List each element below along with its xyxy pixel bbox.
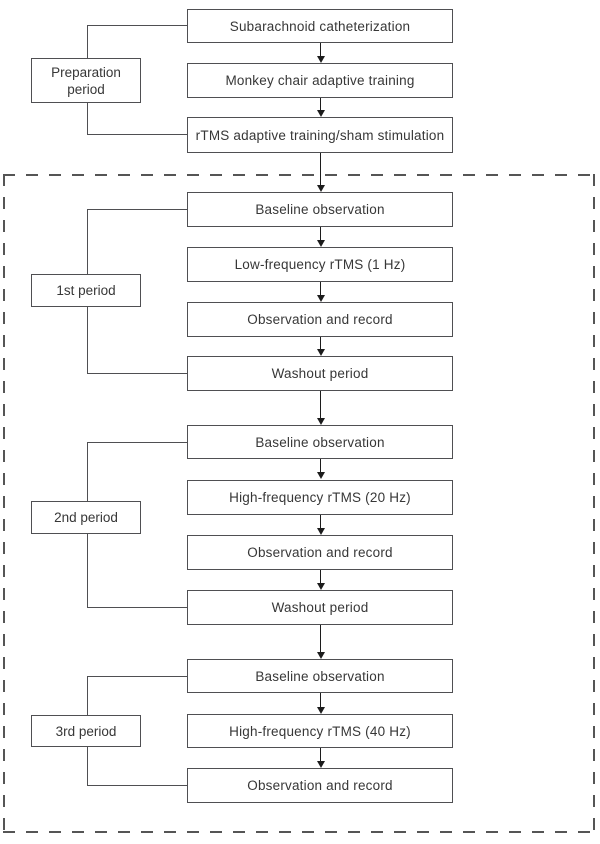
- arrow-rtms-training-to-baseline-1: [316, 153, 325, 192]
- step-baseline-observation-2: Baseline observation: [187, 425, 453, 459]
- step-baseline-observation-3: Baseline observation: [187, 659, 453, 693]
- step-subarachnoid-catheterization: Subarachnoid catheterization: [187, 9, 453, 43]
- step-washout-period-2: Washout period: [187, 590, 453, 625]
- step-low-frequency-rtms-1hz: Low-frequency rTMS (1 Hz): [187, 247, 453, 282]
- arrow-subarachnoid-to-monkey-chair: [316, 43, 325, 63]
- dashed-border-top: [3, 174, 595, 176]
- step-monkey-chair-adaptive-training: Monkey chair adaptive training: [187, 63, 453, 98]
- step-observation-and-record-3: Observation and record: [187, 768, 453, 803]
- step-baseline-observation-1: Baseline observation: [187, 192, 453, 227]
- arrow-baseline-3-to-high-frequency-40: [316, 693, 325, 714]
- step-observation-and-record-1: Observation and record: [187, 302, 453, 337]
- arrow-high-frequency-20-to-observation-2: [316, 515, 325, 535]
- dashed-border-bottom: [3, 831, 595, 833]
- arrow-low-frequency-to-observation-1: [316, 282, 325, 302]
- arrow-observation-2-to-washout-2: [316, 570, 325, 590]
- arrow-washout-2-to-baseline-3: [316, 625, 325, 659]
- dashed-border-left: [3, 174, 5, 833]
- arrow-baseline-2-to-high-frequency-20: [316, 459, 325, 479]
- arrow-monkey-chair-to-rtms-training: [316, 98, 325, 117]
- dashed-border-right: [593, 174, 595, 833]
- step-high-frequency-rtms-20hz: High-frequency rTMS (20 Hz): [187, 480, 453, 515]
- label-3rd-period: 3rd period: [31, 715, 141, 747]
- arrow-observation-1-to-washout-1: [316, 337, 325, 356]
- label-preparation-period: Preparation period: [31, 58, 141, 103]
- step-high-frequency-rtms-40hz: High-frequency rTMS (40 Hz): [187, 714, 453, 748]
- step-washout-period-1: Washout period: [187, 356, 453, 391]
- arrow-high-frequency-40-to-observation-3: [316, 748, 325, 768]
- label-2nd-period: 2nd period: [31, 501, 141, 534]
- label-1st-period: 1st period: [31, 274, 141, 307]
- arrow-washout-1-to-baseline-2: [316, 391, 325, 425]
- step-observation-and-record-2: Observation and record: [187, 535, 453, 570]
- arrow-baseline-1-to-low-frequency: [316, 227, 325, 247]
- step-rtms-adaptive-training-sham-stimulation: rTMS adaptive training/sham stimulation: [187, 117, 453, 153]
